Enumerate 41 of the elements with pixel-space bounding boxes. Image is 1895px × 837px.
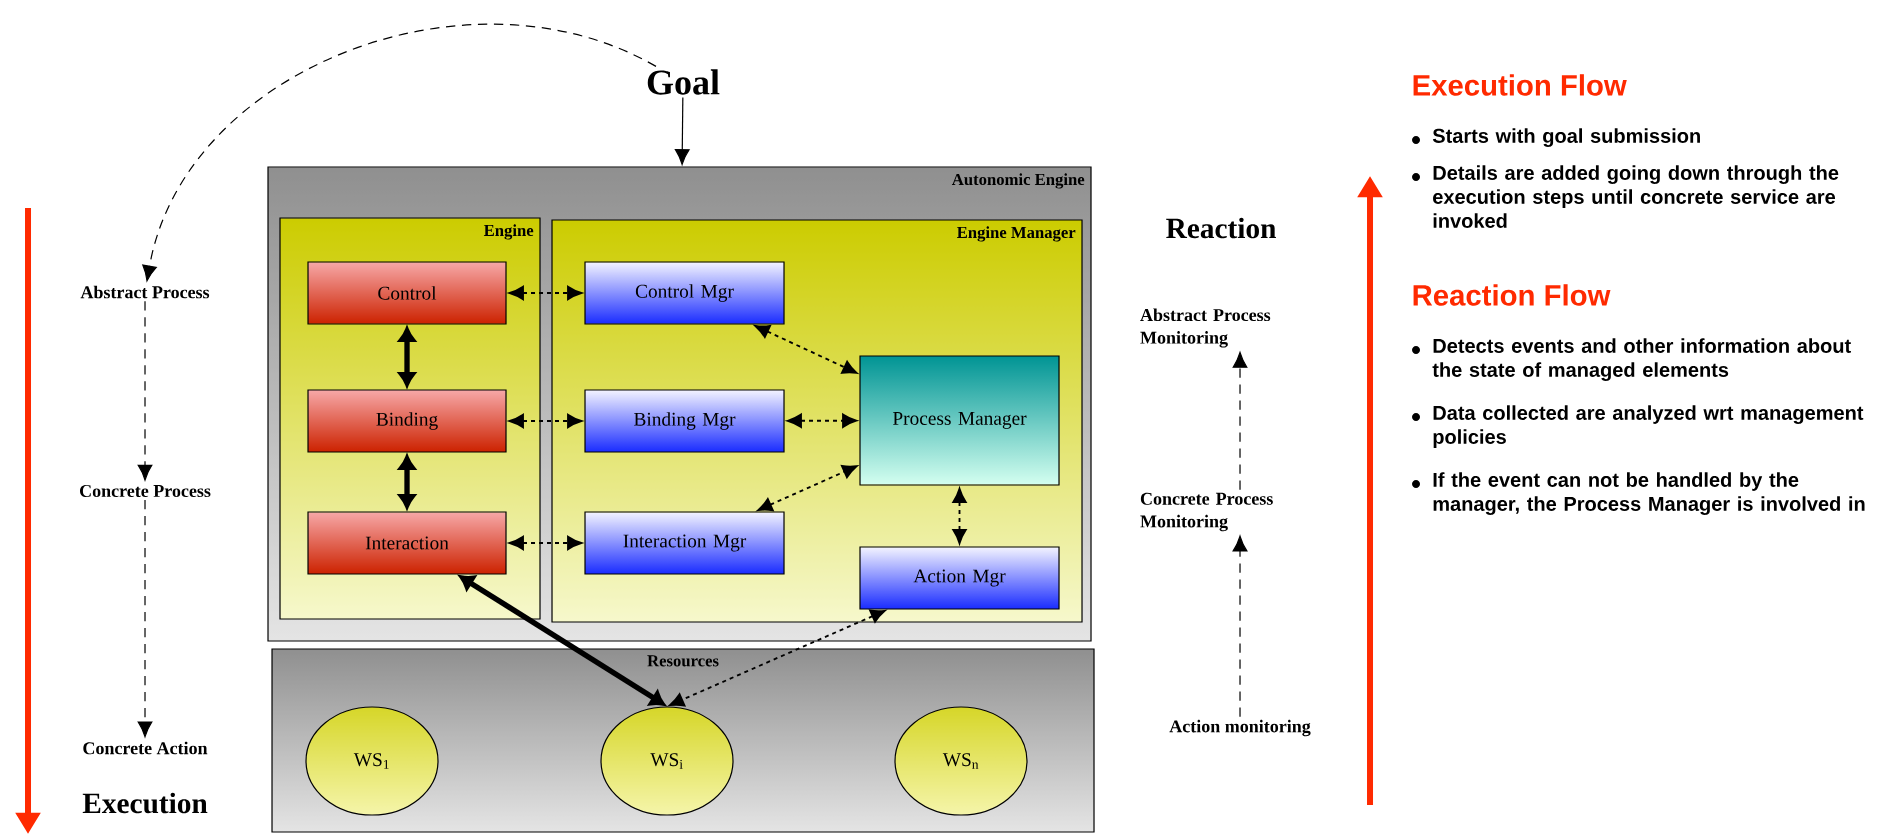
- process-manager-box: Process Manager: [859, 355, 1060, 486]
- manager-box: Control Mgr: [584, 261, 785, 325]
- bullet-item: Details are added going down through the execution steps until concrete service are invoked: [1412, 165, 1839, 228]
- arrow: [398, 327, 416, 387]
- step-label: Abstract Process: [80, 285, 210, 299]
- dashed-arrow: [952, 487, 967, 545]
- bullet-item: Detects events and other information about the state of managed elements: [1412, 338, 1851, 381]
- dashed-arrow: [508, 535, 583, 551]
- manager-box: Binding Mgr: [584, 389, 785, 453]
- manager-box: Interaction Mgr: [584, 511, 785, 575]
- flow-label: Reaction: [1166, 217, 1276, 239]
- bullet-item: Starts with goal submission: [1412, 128, 1700, 147]
- dashed-arrow: [754, 324, 858, 374]
- step-label: Action monitoring: [1169, 719, 1311, 737]
- arrow: [459, 575, 665, 706]
- dashed-arrow: [669, 609, 886, 707]
- goal-heading: Goal: [647, 69, 720, 95]
- component-box: Binding: [307, 389, 507, 453]
- step-label: Concrete Action: [83, 741, 208, 755]
- component-box: Interaction: [307, 511, 507, 575]
- step-label: Abstract Process Monitoring: [1140, 308, 1271, 348]
- flow-title: Reaction Flow: [1413, 284, 1611, 306]
- dashed-arrow: [142, 23, 657, 282]
- manager-box: Action Mgr: [859, 546, 1060, 610]
- bullet-item: If the event can not be handled by the manager, the Process Manager is involved in: [1412, 472, 1865, 515]
- dashed-arrow: [786, 413, 858, 428]
- dashed-arrow: [137, 499, 153, 738]
- step-label: Concrete Process Monitoring: [1140, 492, 1273, 532]
- component-box: Control: [307, 261, 507, 325]
- dashed-arrow: [757, 465, 858, 512]
- dashed-arrow: [508, 413, 583, 429]
- dashed-arrow: [1232, 535, 1248, 718]
- dashed-arrow: [508, 285, 583, 301]
- bullet-item: Data collected are analyzed wrt management policies: [1412, 405, 1864, 448]
- arrow: [398, 455, 416, 509]
- step-label: Concrete Process: [80, 484, 211, 498]
- flow-title: Execution Flow: [1413, 74, 1627, 96]
- dashed-arrow: [137, 300, 153, 481]
- dashed-arrow: [1232, 351, 1248, 491]
- flow-label: Execution: [82, 792, 208, 814]
- arrow: [674, 97, 690, 165]
